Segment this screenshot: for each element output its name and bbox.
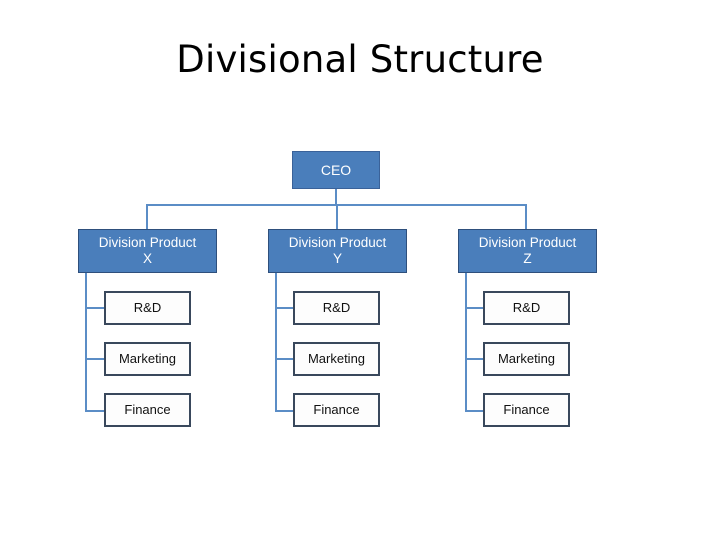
node-ceo[interactable]: CEO xyxy=(292,151,380,189)
node-division-2-label: Division Product Y xyxy=(285,235,391,267)
connector-division-3-stub-2 xyxy=(465,358,486,360)
connector-division-3-trunk xyxy=(465,273,467,411)
node-division-1-label: Division Product X xyxy=(95,235,201,267)
node-division-1-child-1[interactable]: R&D xyxy=(104,291,191,325)
node-division-2-child-1-label: R&D xyxy=(322,300,351,316)
node-division-2-child-1[interactable]: R&D xyxy=(293,291,380,325)
node-division-1-child-2[interactable]: Marketing xyxy=(104,342,191,376)
page-title: Divisional Structure xyxy=(176,38,544,81)
connector-division-1-stub-2 xyxy=(85,358,106,360)
node-division-3-label: Division Product Z xyxy=(475,235,581,267)
node-division-1-label-line1: Division Product xyxy=(98,235,197,251)
connector-division-2-stub-2 xyxy=(275,358,296,360)
node-division-3-child-3-label: Finance xyxy=(503,402,550,418)
connector-division-drop-2 xyxy=(336,204,338,230)
node-division-1-child-3[interactable]: Finance xyxy=(104,393,191,427)
connector-division-drop-1 xyxy=(146,204,148,230)
node-division-1-child-3-label: Finance xyxy=(124,402,171,418)
node-division-3-child-2-label: Marketing xyxy=(497,351,556,367)
connector-division-2-stub-1 xyxy=(275,307,296,309)
connector-division-2-stub-3 xyxy=(275,410,296,412)
node-division-3[interactable]: Division Product Z xyxy=(458,229,597,273)
node-division-2[interactable]: Division Product Y xyxy=(268,229,407,273)
node-division-1-child-2-label: Marketing xyxy=(118,351,177,367)
connector-division-1-stub-3 xyxy=(85,410,106,412)
node-division-3-child-3[interactable]: Finance xyxy=(483,393,570,427)
node-division-1[interactable]: Division Product X xyxy=(78,229,217,273)
connector-division-2-trunk xyxy=(275,273,277,411)
node-ceo-label: CEO xyxy=(320,161,352,178)
node-division-1-label-line2: X xyxy=(142,251,152,266)
node-division-2-label-line2: Y xyxy=(332,251,342,266)
connector-division-3-stub-3 xyxy=(465,410,486,412)
connector-division-1-stub-1 xyxy=(85,307,106,309)
connector-ceo-drop xyxy=(335,189,337,205)
node-division-2-label-line1: Division Product xyxy=(288,235,387,251)
node-division-2-child-2-label: Marketing xyxy=(307,351,366,367)
connector-division-1-trunk xyxy=(85,273,87,411)
connector-division-3-stub-1 xyxy=(465,307,486,309)
node-division-2-child-2[interactable]: Marketing xyxy=(293,342,380,376)
node-division-2-child-3-label: Finance xyxy=(313,402,360,418)
node-division-3-child-1[interactable]: R&D xyxy=(483,291,570,325)
connector-division-drop-3 xyxy=(525,204,527,230)
node-division-2-child-3[interactable]: Finance xyxy=(293,393,380,427)
node-division-3-label-line1: Division Product xyxy=(478,235,577,251)
node-division-3-child-2[interactable]: Marketing xyxy=(483,342,570,376)
node-division-3-child-1-label: R&D xyxy=(512,300,541,316)
node-division-3-label-line2: Z xyxy=(523,251,532,266)
node-division-1-child-1-label: R&D xyxy=(133,300,162,316)
